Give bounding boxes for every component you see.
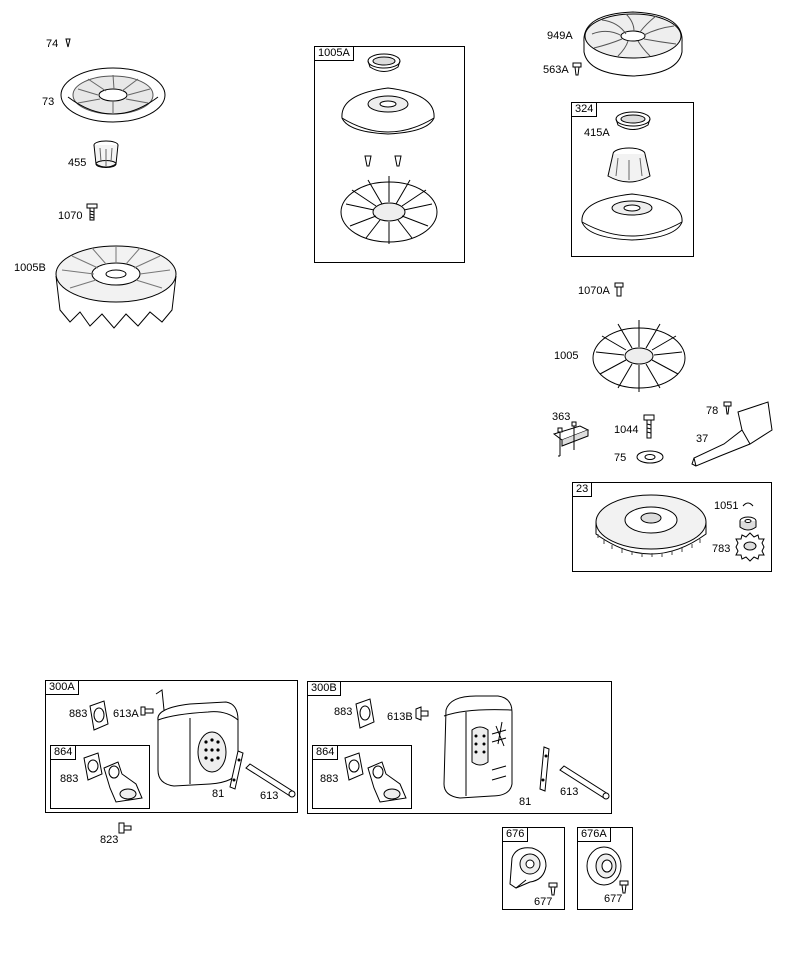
snap-ring-1051-icon	[741, 500, 755, 510]
part-label-677-2: 677	[604, 893, 623, 905]
part-label-300b-81: 81	[519, 796, 532, 808]
bracket-81-a-icon	[228, 750, 246, 790]
kit-tag-23: 23	[573, 483, 593, 497]
spacer-1051-icon	[738, 515, 758, 533]
flywheel-ring-gear-23-icon	[592, 488, 710, 557]
gasket-300b-icon	[354, 698, 376, 730]
part-label-823: 823	[100, 834, 119, 846]
part-label-300a-613: 613	[260, 790, 279, 802]
kit-tag-676a: 676A	[578, 828, 611, 842]
kit-tag-864-b: 864	[313, 746, 339, 760]
kit-box-676a: 676A	[577, 827, 633, 910]
gasket-300a-icon	[88, 700, 110, 732]
flywheel-1005b-icon	[50, 240, 182, 330]
screw-823-icon	[118, 822, 132, 834]
part-label-363: 363	[552, 411, 571, 423]
part-label-300a-883: 883	[69, 708, 88, 720]
bolt-1070a-icon	[614, 282, 624, 298]
screw-613b-icon	[415, 706, 429, 722]
kit-box-864-a: 864	[50, 745, 150, 809]
kit-tag-300b: 300B	[308, 682, 341, 696]
screen-cover-1005a-icon	[338, 82, 438, 140]
part-label-37: 37	[696, 433, 709, 445]
gear-783-icon	[734, 533, 766, 561]
fan-cover-949a-icon	[578, 8, 688, 80]
kit-box-23: 23	[572, 482, 772, 572]
kit-box-1005a: 1005A	[314, 46, 465, 263]
gasket-864b-icon	[343, 752, 365, 782]
bolt-1070-icon	[86, 202, 98, 222]
bracket-81-b-icon	[536, 746, 554, 792]
part-label-78: 78	[706, 405, 719, 417]
screw-677-1-icon	[548, 882, 558, 896]
part-label-1005b: 1005B	[14, 262, 46, 274]
muffler-300a-icon	[150, 690, 240, 790]
part-label-75: 75	[614, 452, 627, 464]
part-label-73: 73	[42, 96, 55, 108]
screen-cover-324-icon	[578, 190, 686, 246]
part-label-1005: 1005	[554, 350, 579, 362]
kit-tag-300a: 300A	[46, 681, 79, 695]
part-label-455: 455	[68, 157, 87, 169]
kit-tag-864-a: 864	[51, 746, 77, 760]
flywheel-1005-icon	[588, 318, 690, 394]
bolt-1044-icon	[643, 414, 655, 440]
kit-box-300a: 300A	[45, 680, 298, 813]
part-label-1044: 1044	[614, 424, 639, 436]
part-label-1070a: 1070A	[578, 285, 610, 297]
kit-tag-1005a: 1005A	[315, 47, 354, 61]
fan-retainer-455-icon	[92, 140, 120, 170]
part-label-300a-81: 81	[212, 788, 225, 800]
part-label-864a-883: 883	[60, 773, 79, 785]
cap-1005a-icon	[366, 52, 402, 76]
screw-74-icon	[64, 38, 72, 48]
part-label-864b-883: 883	[320, 773, 339, 785]
cap-415a-icon	[614, 110, 652, 134]
washer-75-icon	[636, 449, 664, 465]
part-label-949a: 949A	[547, 30, 573, 42]
part-label-613a: 613A	[113, 708, 139, 720]
pipe-613-a-icon	[244, 762, 296, 798]
kit-tag-324: 324	[572, 103, 598, 117]
adapter-864a-icon	[100, 758, 146, 804]
part-label-300b-883: 883	[334, 706, 353, 718]
screw-78-icon	[723, 401, 732, 415]
kit-box-300b: 300B	[307, 681, 612, 814]
kit-box-324: 324	[571, 102, 694, 257]
rotating-screen-73-icon	[58, 65, 168, 127]
kit-box-864-b: 864	[312, 745, 412, 809]
part-label-1070: 1070	[58, 210, 83, 222]
screws-1005a-icon	[364, 154, 404, 168]
bracket-363-icon	[550, 420, 592, 458]
air-guide-37-icon	[690, 400, 782, 468]
part-label-563a: 563A	[543, 64, 569, 76]
kit-tag-676: 676	[503, 828, 529, 842]
part-label-415a: 415A	[584, 127, 610, 139]
part-label-300b-613: 613	[560, 786, 579, 798]
part-label-677-1: 677	[534, 896, 553, 908]
retainer-324-icon	[604, 146, 654, 186]
screw-677-2-icon	[619, 880, 629, 894]
part-label-783: 783	[712, 543, 731, 555]
screw-613a-icon	[140, 705, 154, 717]
part-label-1051: 1051	[714, 500, 739, 512]
adapter-864b-icon	[364, 758, 410, 804]
heat-shield-676a-icon	[584, 844, 624, 888]
muffler-300b-icon	[436, 690, 516, 800]
part-label-613b: 613B	[387, 711, 413, 723]
screw-563a-icon	[572, 62, 582, 76]
gasket-864a-icon	[82, 752, 104, 782]
part-label-74: 74	[46, 38, 59, 50]
kit-box-676: 676	[502, 827, 565, 910]
pipe-613-b-icon	[558, 764, 610, 800]
flywheel-1005a-icon	[336, 174, 442, 248]
heat-shield-676-icon	[506, 844, 550, 890]
